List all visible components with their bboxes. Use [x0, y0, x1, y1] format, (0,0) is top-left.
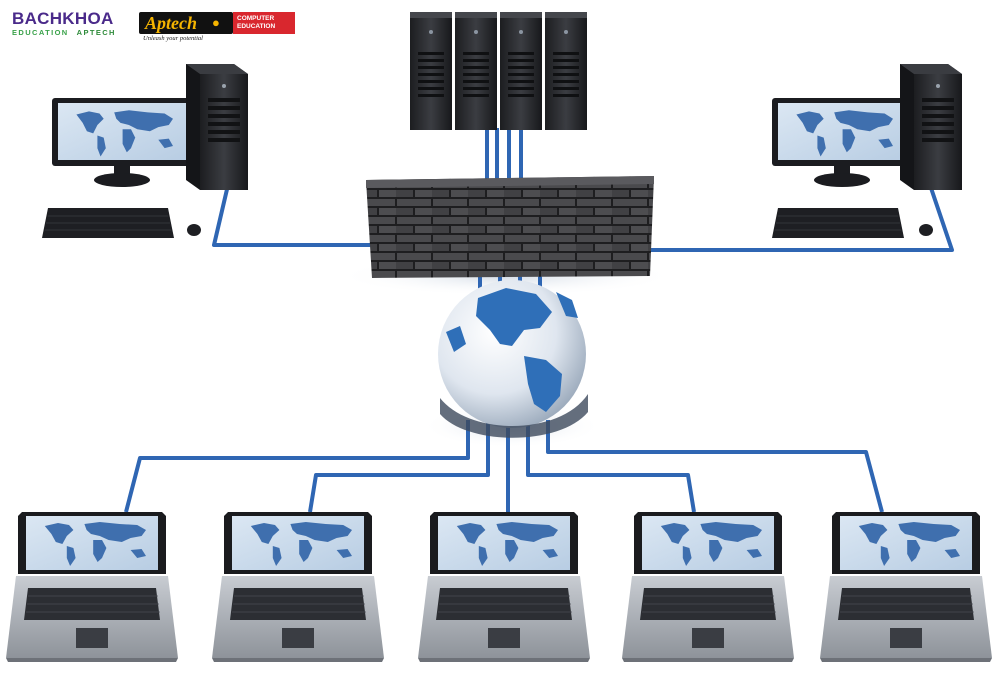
aptech-logo-side-line1: COMPUTER: [237, 15, 275, 22]
laptop-5: [820, 512, 992, 662]
paw-icon: ●: [212, 15, 220, 30]
network-cables: [124, 128, 954, 513]
laptop-2: [212, 512, 384, 662]
desktop-computer-icon: [41, 64, 248, 239]
firewall-brick-wall-icon: [366, 176, 654, 278]
server-unit-2: [455, 12, 497, 130]
server-unit-1: [410, 12, 452, 130]
laptop-4: [622, 512, 794, 662]
laptop-3: [418, 512, 590, 662]
aptech-logo-name: Aptech: [145, 13, 197, 33]
bachkhoa-logo: BACHKHOA EDUCATION APTECH: [12, 10, 134, 40]
bachkhoa-logo-sub-a: EDUCATION: [12, 28, 69, 37]
cable-desktop-left: [212, 184, 372, 247]
globe-icon: [438, 280, 588, 438]
cable-desktop-right: [648, 184, 954, 252]
desktop-right-monitor: [772, 98, 912, 187]
desktop-computer-icon: [771, 64, 962, 239]
bachkhoa-logo-name: BACHKHOA: [12, 9, 114, 28]
desktop-left-keyboard: [41, 207, 175, 239]
cable-laptop-2: [308, 420, 490, 513]
cable-laptop-4: [526, 420, 696, 513]
laptop-1: [6, 512, 178, 662]
laptop-icon: [6, 512, 992, 662]
desktop-left-monitor: [52, 98, 192, 187]
bachkhoa-logo-sub-b: APTECH: [76, 28, 116, 37]
desktop-left-tower: [186, 64, 248, 190]
aptech-logo-side: COMPUTER EDUCATION: [233, 12, 295, 34]
desktop-right-mouse: [919, 224, 933, 236]
desktop-left-mouse: [187, 224, 201, 236]
aptech-logo: Aptech ● COMPUTER EDUCATION Unleash your…: [139, 12, 295, 42]
cable-laptop-1: [124, 420, 470, 513]
bachkhoa-logo-subline: EDUCATION APTECH: [12, 28, 134, 37]
desktop-right-keyboard: [771, 207, 905, 239]
aptech-logo-box: Aptech ●: [139, 12, 233, 34]
server-unit-3: [500, 12, 542, 130]
cable-laptop-5: [546, 420, 884, 513]
aptech-logo-tagline: Unleash your potential: [143, 35, 203, 42]
aptech-logo-side-line2: EDUCATION: [237, 23, 276, 30]
server-rack-icon: [410, 12, 587, 130]
desktop-right-tower: [900, 64, 962, 190]
server-unit-4: [545, 12, 587, 130]
